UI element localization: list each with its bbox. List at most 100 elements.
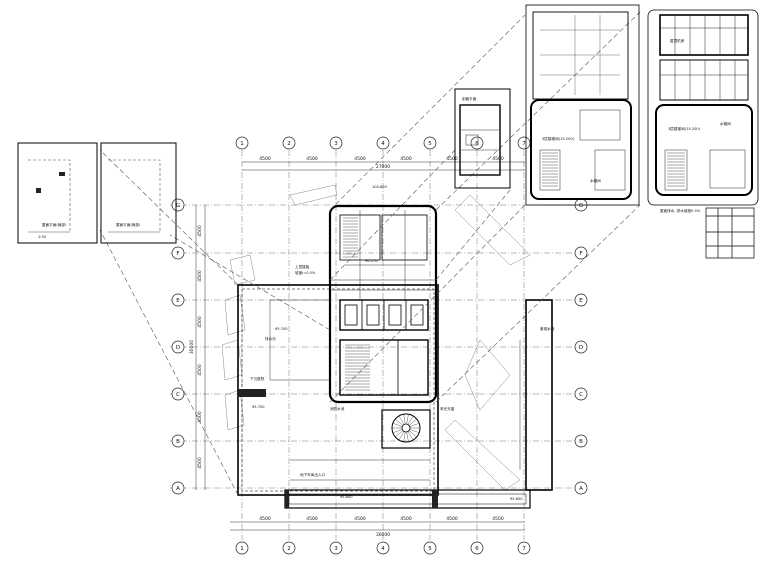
axis-bubble-label: 5 [428, 141, 432, 147]
elev-bottom-center: 95.600 [340, 495, 353, 499]
elev-lower-left: 95.700 [252, 405, 265, 409]
panel-right-stair-treads [667, 152, 685, 187]
axis-bubble [470, 136, 484, 150]
dim-bottom-5: 4500 [446, 516, 458, 522]
axis-bubble-label: 3 [334, 141, 338, 147]
panel-right-note: 屋面排水, 排水坡度0.5% [660, 208, 701, 213]
dim-bottom-total: 30000 [376, 532, 390, 538]
dim-left-6: 4500 [197, 457, 203, 469]
label-skylight: 采光天窗 [440, 406, 455, 411]
axis-bubble [282, 136, 296, 150]
axis-bubble [517, 541, 531, 555]
building-outline [237, 204, 553, 509]
dim-bottom-4: 4500 [400, 516, 412, 522]
axis-bubble [235, 541, 249, 555]
core-rooms [339, 214, 429, 396]
dim-bottom-1: 4500 [259, 516, 271, 522]
label-garage-entry: 地下车库出入口 [300, 472, 326, 477]
dim-top-5: 4500 [446, 156, 458, 162]
label-upper-slab: 上层楼板 [295, 264, 310, 269]
inset-top-small: 剖面平面 [454, 88, 511, 189]
axis-bubble-label: A [176, 486, 180, 492]
dim-top-total: 27000 [376, 164, 390, 170]
bottom-dimension-chain [230, 521, 525, 531]
left-dimension-segments: 4500 4500 4500 4500 4500 4500 30000 [189, 225, 203, 469]
elev-main-a: 95.700 [275, 327, 288, 331]
dim-top-4: 4500 [400, 156, 412, 162]
axis-bubble [171, 434, 185, 448]
spiral-step [409, 423, 420, 427]
spiral-step [403, 431, 406, 442]
axis-bubble-label: 4 [381, 141, 385, 147]
stair-treads [343, 217, 370, 391]
axis-bubble-label: G [176, 203, 180, 209]
detail-panel-middle: 3层楼梯间(15.200) 水箱间 [525, 4, 640, 206]
axis-bubble-label: 7 [522, 141, 526, 147]
inset2-title: 屋面平面(局部) [116, 222, 141, 227]
spiral-stair [381, 409, 431, 449]
inset3-title: 剖面平面 [462, 96, 477, 101]
spiral-step [398, 415, 405, 425]
axis-bubble-label: 3 [334, 546, 338, 552]
panel-right-tank: 水箱间 [720, 121, 731, 126]
dim-left-3: 4500 [197, 316, 203, 328]
spiral-step [395, 418, 404, 426]
spiral-step [403, 414, 406, 425]
label-water-feature: 景观水池 [540, 326, 555, 331]
axis-bubble [574, 434, 588, 448]
left-dimension-chain [195, 205, 206, 490]
panel-right-window-grid [660, 15, 748, 100]
axis-grid [170, 150, 585, 540]
inset-left-2: 屋面平面(局部) [100, 142, 177, 244]
axis-bubble-label: F [176, 251, 179, 257]
panel-right-stair: 3层楼梯间(15.200) [668, 126, 701, 131]
axis-bubble-label: B [579, 439, 583, 445]
panel-mid-stair-treads [542, 152, 558, 187]
axis-bubble-label: D [176, 345, 180, 351]
interior-detail [269, 210, 521, 481]
axis-bubble [376, 136, 390, 150]
bottom-dimension-segments: 4500 4500 4500 4500 4500 4500 30000 [259, 516, 504, 538]
axis-bubble-label: 2 [287, 546, 291, 552]
spiral-step [406, 414, 409, 425]
axis-bubble-label: F [579, 251, 582, 257]
axis-bubble [235, 136, 249, 150]
spiral-step [406, 431, 409, 442]
panel-mid-tank: 水箱间 [590, 178, 601, 183]
spiral-stair-spokes [392, 414, 420, 442]
elev-main-c: 100.800 [372, 185, 388, 189]
inset1-title: 屋面平面(局部) [42, 222, 67, 227]
dim-top-3: 4500 [354, 156, 366, 162]
axis-bubble [171, 293, 185, 307]
spiral-step [408, 430, 417, 438]
top-dimension-chain [242, 161, 525, 171]
main-plan-labels: 上层楼板 坡度i=0.5% 排水沟 下沉庭院 消防水池 采光天窗 景观水池 地下… [250, 264, 555, 477]
top-dimension-segments: 4500 4500 4500 4500 4500 4500 27000 [259, 156, 504, 170]
axis-bubble [574, 481, 588, 495]
inset1-scale: 1:50 [38, 235, 47, 239]
axis-bubble [376, 541, 390, 555]
axis-bubble [574, 293, 588, 307]
spiral-step [398, 431, 405, 441]
axis-bubble-label: 1 [240, 141, 244, 147]
label-gutter: 排水沟 [265, 336, 276, 341]
dim-top-1: 4500 [259, 156, 271, 162]
axis-bubble [574, 387, 588, 401]
dim-bottom-2: 4500 [306, 516, 318, 522]
projection-lines [99, 11, 641, 496]
panel-right-machine-room: 屋顶机房 [670, 38, 685, 43]
legend-table [705, 207, 755, 259]
axis-bubble-label: 1 [240, 546, 244, 552]
axis-bubble [423, 136, 437, 150]
axis-bubble-label: 2 [287, 141, 291, 147]
spiral-step [392, 429, 403, 433]
dim-left-4: 4500 [197, 364, 203, 376]
hatched-wall [238, 389, 438, 508]
dim-bottom-3: 4500 [354, 516, 366, 522]
label-slope: 坡度i=0.5% [295, 270, 316, 275]
axis-bubble-label: B [176, 439, 180, 445]
axis-bubble-label: 6 [475, 546, 479, 552]
